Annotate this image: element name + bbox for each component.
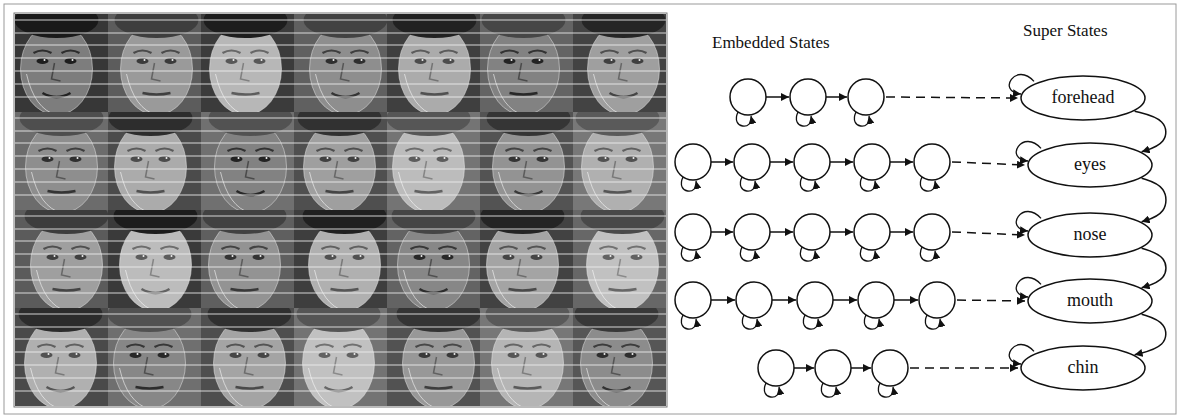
dashed-arrow: [957, 300, 1025, 301]
scan-line: [15, 32, 666, 33]
embedded-state: [858, 282, 894, 318]
super-state-ellipse: chin: [1020, 345, 1146, 391]
embedded-state: [854, 214, 890, 250]
column-heading: Embedded States: [712, 34, 830, 53]
scan-line: [15, 70, 666, 71]
scan-line: [15, 83, 666, 84]
outer-frame: [4, 4, 1176, 414]
embedded-state: [794, 144, 830, 180]
transition-arrow: [711, 161, 733, 163]
state-name: chin: [1068, 358, 1099, 378]
embedded-state: [848, 79, 884, 115]
dashed-arrow: [886, 97, 1018, 98]
embedded-state: [794, 214, 830, 250]
embedded-state: [914, 144, 950, 180]
scan-line: [15, 292, 666, 293]
scan-line: [15, 326, 666, 327]
transition-arrow: [711, 299, 735, 301]
embedded-state: [736, 282, 772, 318]
embedded-state: [914, 214, 950, 250]
scan-line: [15, 351, 666, 352]
embedded-state: [758, 350, 794, 386]
scan-line: [15, 96, 666, 97]
transition-arrow: [890, 231, 913, 233]
scan-line: [15, 181, 666, 182]
scan-line: [15, 279, 666, 280]
dashed-arrow: [910, 367, 1018, 369]
transition-arrow: [766, 96, 789, 98]
transition-arrow: [833, 299, 857, 301]
dashed-arrow: [952, 162, 1025, 165]
transition-arrow: [890, 161, 913, 163]
embedded-state: [734, 144, 770, 180]
transition-arrow: [830, 231, 853, 233]
embedded-state: [734, 214, 770, 250]
scan-line: [15, 215, 666, 216]
scan-line: [15, 194, 666, 195]
scan-line: [15, 338, 666, 339]
super-state-ellipse: forehead: [1020, 75, 1146, 121]
embedded-state: [872, 350, 908, 386]
embedded-state: [675, 214, 711, 250]
super-state-ellipse: eyes: [1027, 142, 1153, 188]
transition-arrow: [830, 161, 853, 163]
face-photos: [14, 2, 667, 409]
transition-arrow: [772, 299, 796, 301]
transition-arrow: [826, 96, 847, 98]
embedded-state: [919, 282, 955, 318]
transition-arrow: [770, 161, 793, 163]
state-name: mouth: [1067, 291, 1113, 311]
scan-line: [15, 142, 666, 143]
scan-line: [15, 130, 666, 131]
transition-arrow: [770, 231, 793, 233]
state-name: forehead: [1052, 88, 1115, 108]
embedded-state: [815, 350, 851, 386]
super-state-transition: [1142, 178, 1166, 222]
scan-line: [15, 240, 666, 241]
super-state-ellipse: mouth: [1027, 278, 1153, 324]
scan-line: [15, 364, 666, 365]
super-state-transition: [1135, 314, 1166, 355]
super-state-transition: [1142, 248, 1166, 288]
embedded-state: [675, 282, 711, 318]
embedded-states: [675, 74, 1041, 397]
scan-line: [15, 57, 666, 58]
transition-arrow: [794, 367, 814, 369]
embedded-state: [675, 144, 711, 180]
scan-line: [15, 313, 666, 314]
embedded-state: [797, 282, 833, 318]
dashed-arrow: [952, 232, 1025, 235]
scan-line: [15, 390, 666, 391]
scan-line: [15, 117, 666, 118]
embedded-state: [854, 144, 890, 180]
scan-line: [15, 253, 666, 254]
scan-line: [15, 377, 666, 378]
photo-frame: [14, 13, 667, 407]
super-state-ellipse: nose: [1027, 212, 1153, 258]
transition-arrow: [711, 231, 733, 233]
scan-line: [15, 155, 666, 156]
transition-arrow: [851, 367, 871, 369]
scan-line: [15, 266, 666, 267]
embedded-state: [730, 79, 766, 115]
scan-line: [15, 19, 666, 20]
super-state-transition: [1135, 111, 1166, 152]
column-heading: Super States: [1023, 22, 1108, 41]
state-name: eyes: [1074, 155, 1106, 175]
embedded-state: [790, 79, 826, 115]
transition-arrow: [894, 299, 918, 301]
scan-line: [15, 168, 666, 169]
scan-line: [15, 44, 666, 45]
scan-line: [15, 228, 666, 229]
state-name: nose: [1074, 225, 1107, 245]
